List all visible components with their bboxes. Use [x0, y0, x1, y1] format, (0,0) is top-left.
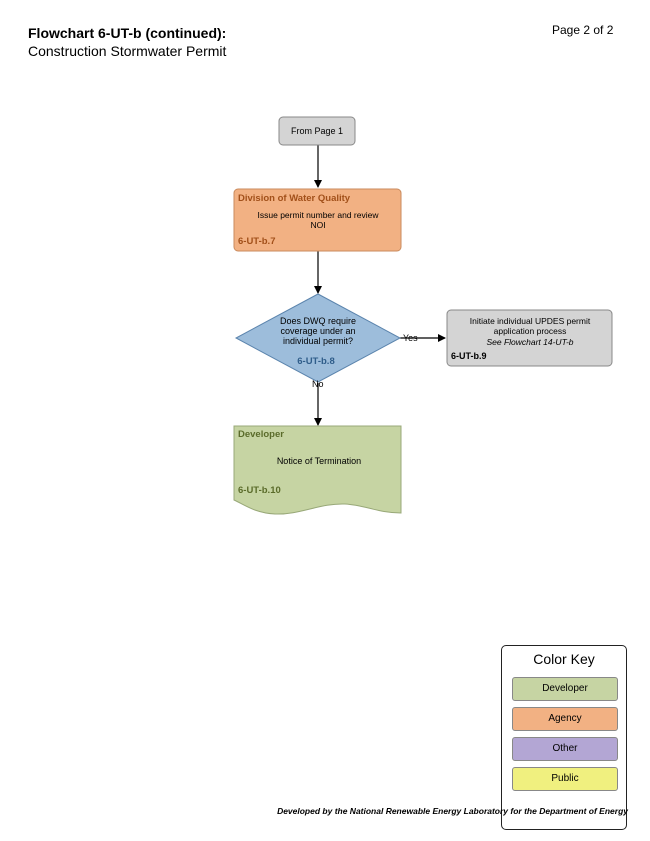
developer-step-id: 6-UT-b.10 — [238, 485, 281, 496]
developer-task-label: Notice of Termination — [277, 456, 361, 466]
agency-step-id: 6-UT-b.7 — [238, 236, 275, 247]
other-task-line1: Initiate individual UPDES permit — [470, 316, 591, 326]
other-step-id: 6-UT-b.9 — [451, 351, 487, 361]
color-key-developer: Developer — [512, 677, 618, 701]
start-node-label: From Page 1 — [291, 126, 343, 136]
color-key-agency: Agency — [512, 707, 618, 731]
decision-line2: coverage under an — [280, 326, 355, 336]
other-task-line3: See Flowchart 14-UT-b — [486, 337, 573, 347]
decision-yes-label: Yes — [403, 333, 418, 343]
color-key-other: Other — [512, 737, 618, 761]
developer-role-label: Developer — [238, 429, 284, 440]
other-process-box — [446, 309, 613, 367]
decision-step-id: 6-UT-b.8 — [297, 356, 334, 367]
other-task-line2: application process — [494, 326, 567, 336]
start-node — [278, 116, 356, 146]
page-title: Flowchart 6-UT-b (continued): — [28, 25, 227, 41]
developer-document-shape — [233, 425, 402, 515]
agency-process-box — [233, 188, 402, 252]
agency-task-line2: NOI — [310, 220, 325, 230]
agency-role-label: Division of Water Quality — [238, 193, 351, 204]
decision-line3: individual permit? — [283, 336, 353, 346]
decision-diamond — [234, 293, 402, 383]
decision-line1: Does DWQ require — [280, 316, 356, 326]
page-subtitle: Construction Stormwater Permit — [28, 43, 227, 59]
agency-task-line1: Issue permit number and review — [258, 210, 380, 220]
decision-no-label: No — [312, 379, 324, 389]
footer-credit: Developed by the National Renewable Ener… — [277, 806, 628, 816]
color-key: Color Key Developer Agency Other Public — [501, 645, 627, 830]
color-key-title: Color Key — [533, 651, 595, 667]
page-number: Page 2 of 2 — [552, 23, 614, 37]
color-key-public: Public — [512, 767, 618, 791]
